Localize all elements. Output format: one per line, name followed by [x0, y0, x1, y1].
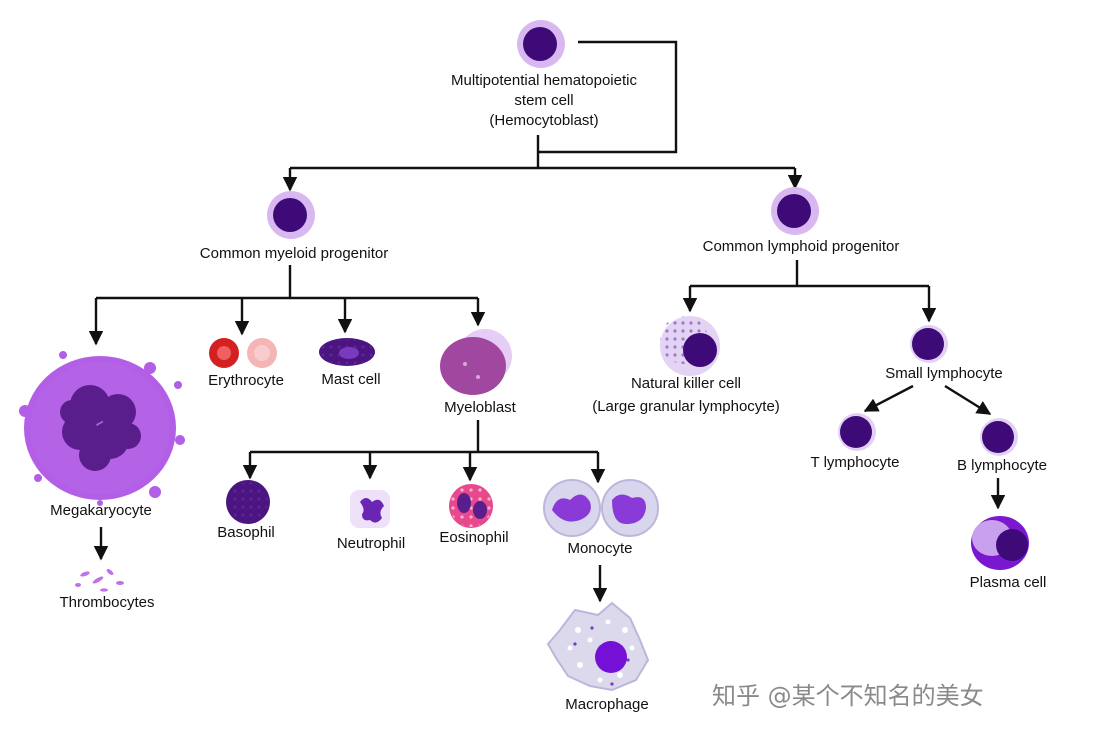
connector-lines	[88, 40, 1006, 603]
b-lymphocyte-icon	[980, 418, 1018, 456]
stem-cell-label-line1: Multipotential hematopoietic	[451, 72, 637, 89]
myeloid-progenitor-label: Common myeloid progenitor	[200, 245, 388, 262]
thrombocytes-icon	[75, 569, 124, 592]
mast-cell-icon	[319, 338, 375, 366]
myeloblast-label: Myeloblast	[444, 399, 517, 416]
mast-cell-label: Mast cell	[321, 371, 380, 388]
megakaryocyte-label: Megakaryocyte	[50, 502, 152, 519]
basophil-icon	[226, 480, 270, 524]
watermark-text: 知乎 @某个不知名的美女	[712, 682, 984, 710]
macrophage-label: Macrophage	[565, 696, 648, 713]
b-lymphocyte-label: B lymphocyte	[957, 457, 1047, 474]
nk-cell-icon	[660, 316, 720, 376]
lymphoid-progenitor-icon	[771, 187, 819, 235]
eosinophil-label: Eosinophil	[439, 529, 508, 546]
t-lymphocyte-label: T lymphocyte	[811, 454, 900, 471]
erythrocyte-icon	[209, 338, 277, 368]
stem-cell-label-line2: stem cell	[514, 92, 573, 109]
neutrophil-label: Neutrophil	[337, 535, 405, 552]
plasma-cell-icon	[971, 516, 1029, 570]
nk-cell-label-line2: (Large granular lymphocyte)	[592, 398, 780, 415]
nk-cell-label-line1: Natural killer cell	[631, 375, 741, 392]
lymphoid-progenitor-label: Common lymphoid progenitor	[703, 238, 900, 255]
small-lymphocyte-label: Small lymphocyte	[885, 365, 1003, 382]
monocyte-icon	[543, 479, 659, 537]
myeloid-progenitor-icon	[267, 191, 315, 239]
stem-cell-icon	[517, 20, 565, 68]
macrophage-icon	[546, 601, 650, 692]
eosinophil-icon	[449, 484, 493, 528]
megakaryocyte-icon	[19, 351, 185, 506]
t-lymphocyte-icon	[838, 413, 876, 451]
plasma-cell-label: Plasma cell	[970, 574, 1047, 591]
small-lymphocyte-icon	[910, 325, 948, 363]
stem-cell-label-line3: (Hemocytoblast)	[489, 112, 598, 129]
basophil-label: Basophil	[217, 524, 275, 541]
monocyte-label: Monocyte	[567, 540, 632, 557]
neutrophil-icon	[350, 490, 390, 528]
myeloblast-icon	[440, 329, 512, 395]
erythrocyte-label: Erythrocyte	[208, 372, 284, 389]
thrombocytes-label: Thrombocytes	[59, 594, 154, 611]
